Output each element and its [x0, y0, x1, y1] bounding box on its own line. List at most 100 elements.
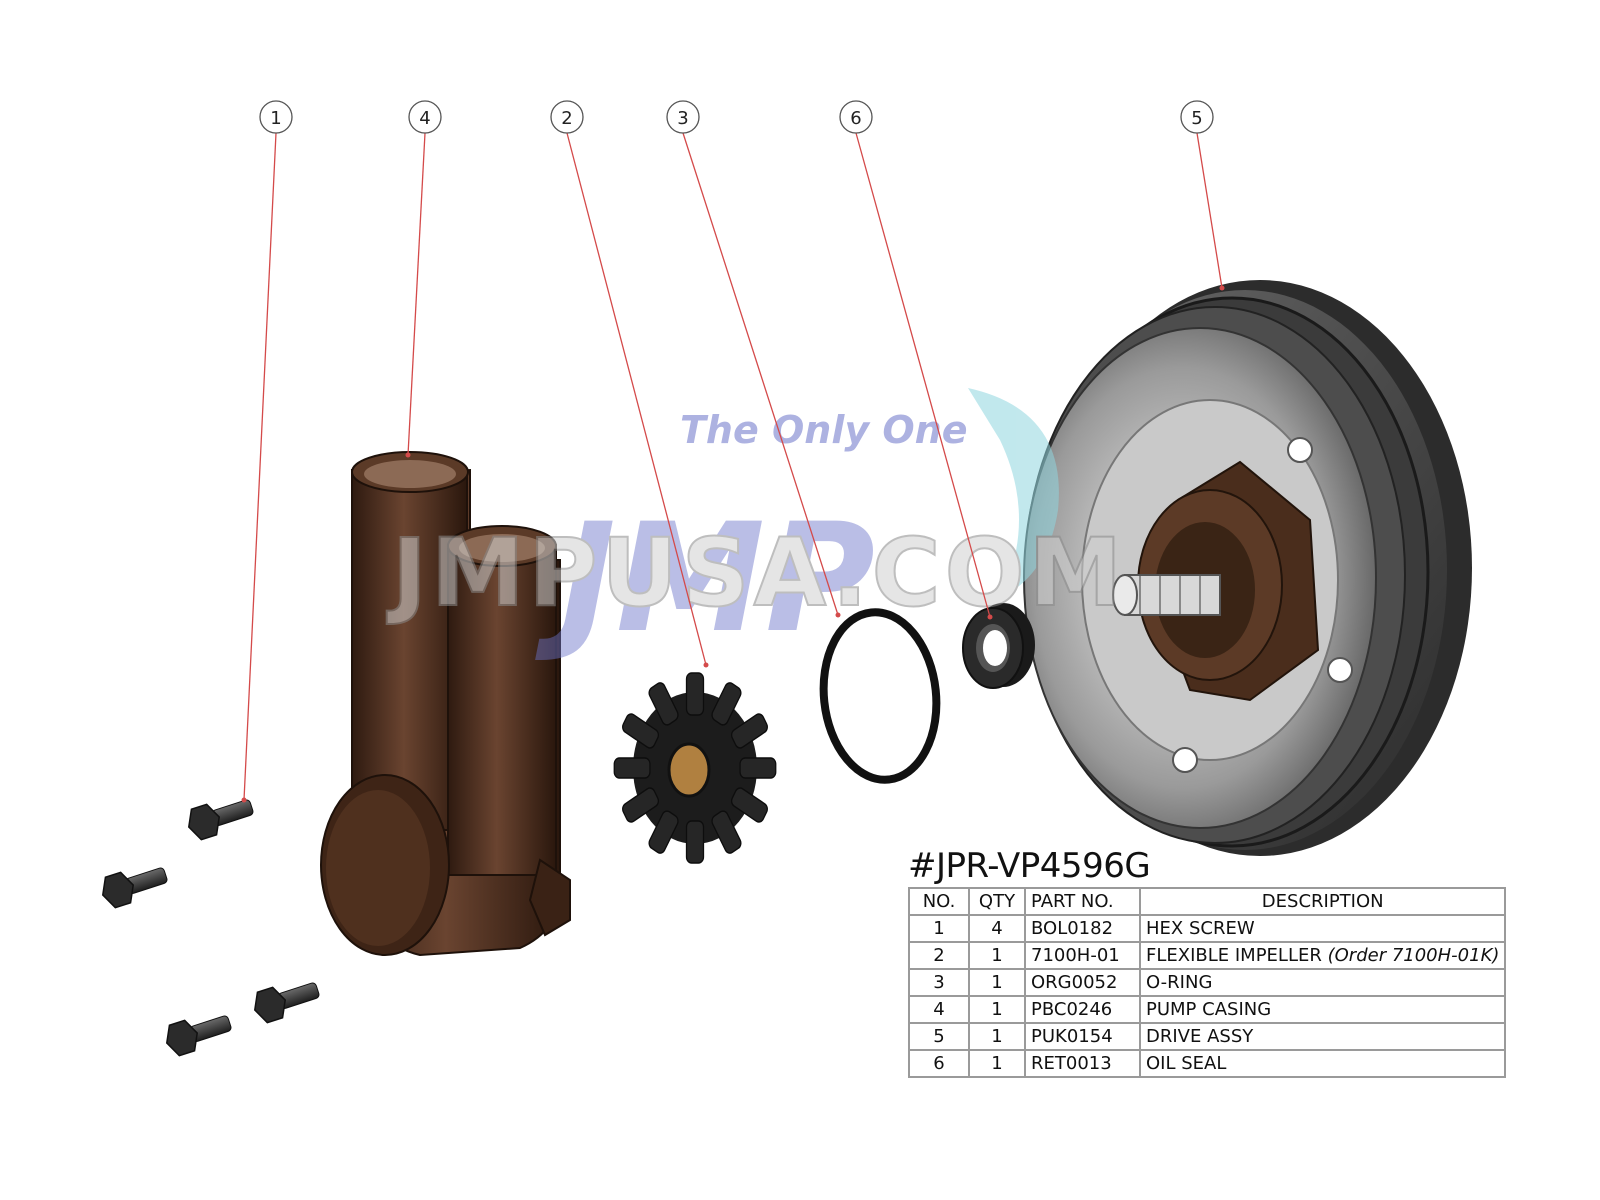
- header-part-no: PART NO.: [1024, 887, 1141, 916]
- cell-qty-text: 4: [991, 918, 1003, 939]
- callout-number: 5: [1191, 108, 1202, 129]
- cell-no-text: 1: [933, 918, 945, 939]
- leader-arrowhead: [987, 614, 993, 620]
- leader-line: [1196, 132, 1223, 289]
- cell-part-no-text: PBC0246: [1031, 999, 1113, 1020]
- cell-no-text: 6: [933, 1053, 945, 1074]
- drive-assy-pulley: [1023, 280, 1472, 856]
- cell-qty-text: 1: [991, 1053, 1003, 1074]
- impeller-vane: [711, 810, 742, 854]
- impeller-vane: [613, 757, 651, 779]
- impeller-hub: [667, 742, 711, 798]
- callout-circle: [1180, 100, 1214, 134]
- oil-seal: [962, 603, 1035, 689]
- cell-description-text: FLEXIBLE IMPELLER: [1146, 945, 1322, 966]
- impeller-vane: [685, 672, 705, 716]
- leader-line: [407, 132, 426, 456]
- leader-arrowhead: [1219, 285, 1225, 291]
- leader-arrowhead: [703, 662, 709, 668]
- cell-description-text: HEX SCREW: [1146, 918, 1255, 939]
- cell-description: FLEXIBLE IMPELLER (Order 7100H-01K): [1138, 941, 1507, 970]
- hex-screw: [187, 799, 254, 841]
- watermark-logo: JMP: [535, 492, 875, 666]
- leader-line: [243, 132, 277, 801]
- leader-arrowhead: [835, 612, 841, 618]
- cell-qty: 1: [968, 941, 1026, 970]
- cell-qty-text: 1: [991, 1026, 1003, 1047]
- cell-part-no-text: RET0013: [1031, 1053, 1112, 1074]
- hex-screw: [165, 1015, 232, 1057]
- cell-qty: 4: [968, 914, 1026, 943]
- cell-part-no: BOL0182: [1024, 914, 1141, 943]
- cell-description: DRIVE ASSY: [1138, 1022, 1507, 1051]
- impeller-vane: [711, 682, 742, 726]
- cell-no: 3: [908, 968, 970, 997]
- cell-part-no-text: 7100H-01: [1031, 945, 1120, 966]
- cell-qty-text: 1: [991, 972, 1003, 993]
- cell-part-no: PBC0246: [1024, 995, 1141, 1024]
- watermark: JMP JMPUSA.COM The Only One: [385, 388, 1126, 666]
- leader-line: [682, 132, 839, 616]
- watermark-tagline: The Only One: [680, 408, 968, 452]
- leader-lines: [241, 132, 1225, 803]
- callout-number: 1: [270, 108, 281, 129]
- callout-balloon: 5: [1180, 100, 1214, 134]
- callout-balloon: 1: [259, 100, 293, 134]
- cell-no: 5: [908, 1022, 970, 1051]
- cell-no-text: 5: [933, 1026, 945, 1047]
- cell-part-no-text: BOL0182: [1031, 918, 1114, 939]
- cell-part-no: RET0013: [1024, 1049, 1141, 1078]
- callout-balloon: 3: [666, 100, 700, 134]
- table-row: 4 1 PBC0246 PUMP CASING: [908, 995, 1507, 1024]
- callout-circle: [259, 100, 293, 134]
- impeller-vane: [685, 820, 705, 864]
- cell-part-no-text: PUK0154: [1031, 1026, 1113, 1047]
- cell-qty: 1: [968, 968, 1026, 997]
- cell-part-no: ORG0052: [1024, 968, 1141, 997]
- cell-no: 1: [908, 914, 970, 943]
- callout-circle: [666, 100, 700, 134]
- impeller-vane: [730, 713, 768, 749]
- callout-number: 4: [419, 108, 430, 129]
- cell-part-no: 7100H-01: [1024, 941, 1141, 970]
- cell-part-no-text: ORG0052: [1031, 972, 1118, 993]
- leader-arrowhead: [405, 452, 411, 458]
- impeller-vane: [648, 682, 679, 726]
- callout-balloons: 1 4 2 3 6 5: [259, 100, 1214, 134]
- watermark-site: JMPUSA.COM: [386, 519, 1126, 628]
- cell-no: 4: [908, 995, 970, 1024]
- cell-qty: 1: [968, 995, 1026, 1024]
- cell-qty-text: 1: [991, 999, 1003, 1020]
- cell-description-text: DRIVE ASSY: [1146, 1026, 1254, 1047]
- o-ring: [819, 608, 941, 784]
- table-row: 5 1 PUK0154 DRIVE ASSY: [908, 1022, 1507, 1051]
- callout-number: 3: [677, 108, 688, 129]
- header-description: DESCRIPTION: [1138, 887, 1507, 916]
- callout-balloon: 4: [408, 100, 442, 134]
- impeller-vane: [622, 787, 660, 823]
- cell-no: 2: [908, 941, 970, 970]
- cell-description-text: PUMP CASING: [1146, 999, 1272, 1020]
- flexible-impeller: [613, 672, 777, 864]
- cell-description-text: OIL SEAL: [1146, 1053, 1227, 1074]
- callout-number: 6: [850, 108, 861, 129]
- callout-number: 2: [561, 108, 572, 129]
- cell-description: O-RING: [1138, 968, 1507, 997]
- hex-screw: [253, 982, 320, 1024]
- cell-description-text: O-RING: [1146, 972, 1213, 993]
- table-row: 6 1 RET0013 OIL SEAL: [908, 1049, 1507, 1078]
- cell-no-text: 2: [933, 945, 945, 966]
- table-row: 1 4 BOL0182 HEX SCREW: [908, 914, 1507, 943]
- hex-screws: [101, 799, 320, 1057]
- callout-circle: [550, 100, 584, 134]
- callout-circle: [408, 100, 442, 134]
- impeller-vane: [730, 787, 768, 823]
- cell-description: PUMP CASING: [1138, 995, 1507, 1024]
- part-number-title: #JPR-VP4596G: [908, 846, 1151, 886]
- cell-no: 6: [908, 1049, 970, 1078]
- header-no: NO.: [908, 887, 970, 916]
- cell-no-text: 4: [933, 999, 945, 1020]
